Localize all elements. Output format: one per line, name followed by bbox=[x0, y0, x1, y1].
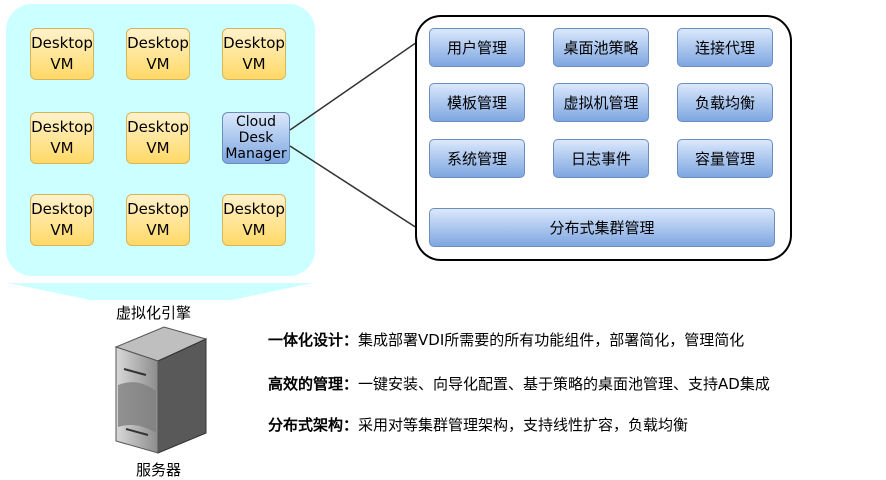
feature-title: 一体化设计： bbox=[268, 331, 359, 349]
server-label: 服务器 bbox=[136, 461, 182, 479]
module-distributed-cluster: 分布式集群管理 bbox=[429, 208, 775, 247]
feature-title: 分布式架构： bbox=[268, 416, 359, 434]
module-user-management: 用户管理 bbox=[429, 28, 525, 67]
feature-efficient-management: 高效的管理：一键安装、向导化配置、基于策略的桌面池管理、支持AD集成 bbox=[268, 373, 770, 394]
desktop-vm: Desktop VM bbox=[126, 194, 190, 246]
desktop-vm: Desktop VM bbox=[30, 112, 94, 164]
feature-text: 集成部署VDI所需要的所有功能组件，部署简化，管理简化 bbox=[358, 331, 745, 349]
module-connection-broker: 连接代理 bbox=[677, 28, 773, 67]
virtualization-engine-label: 虚拟化引擎 bbox=[116, 304, 192, 322]
feature-title: 高效的管理： bbox=[268, 375, 359, 393]
connector-line-bottom bbox=[289, 145, 421, 231]
server-icon bbox=[114, 326, 208, 454]
module-desktop-pool-policy: 桌面池策略 bbox=[553, 28, 649, 67]
feature-text: 采用对等集群管理架构，支持线性扩容，负载均衡 bbox=[358, 416, 689, 434]
desktop-vm: Desktop VM bbox=[126, 28, 190, 80]
cloud-desk-manager: Cloud Desk Manager bbox=[222, 112, 290, 164]
connector-line-top bbox=[289, 39, 421, 131]
desktop-vm: Desktop VM bbox=[222, 28, 286, 80]
desktop-vm: Desktop VM bbox=[222, 194, 286, 246]
feature-distributed-architecture: 分布式架构：采用对等集群管理架构，支持线性扩容，负载均衡 bbox=[268, 414, 688, 435]
module-template-management: 模板管理 bbox=[429, 83, 525, 122]
feature-integrated-design: 一体化设计：集成部署VDI所需要的所有功能组件，部署简化，管理简化 bbox=[268, 329, 744, 350]
desktop-vm: Desktop VM bbox=[30, 28, 94, 80]
feature-text: 一键安装、向导化配置、基于策略的桌面池管理、支持AD集成 bbox=[358, 375, 770, 393]
desktop-vm: Desktop VM bbox=[126, 112, 190, 164]
module-log-events: 日志事件 bbox=[553, 139, 649, 178]
module-vm-management: 虚拟机管理 bbox=[553, 83, 649, 122]
module-load-balancing: 负载均衡 bbox=[677, 83, 773, 122]
module-system-management: 系统管理 bbox=[429, 139, 525, 178]
desktop-vm: Desktop VM bbox=[30, 194, 94, 246]
module-capacity-management: 容量管理 bbox=[677, 139, 773, 178]
